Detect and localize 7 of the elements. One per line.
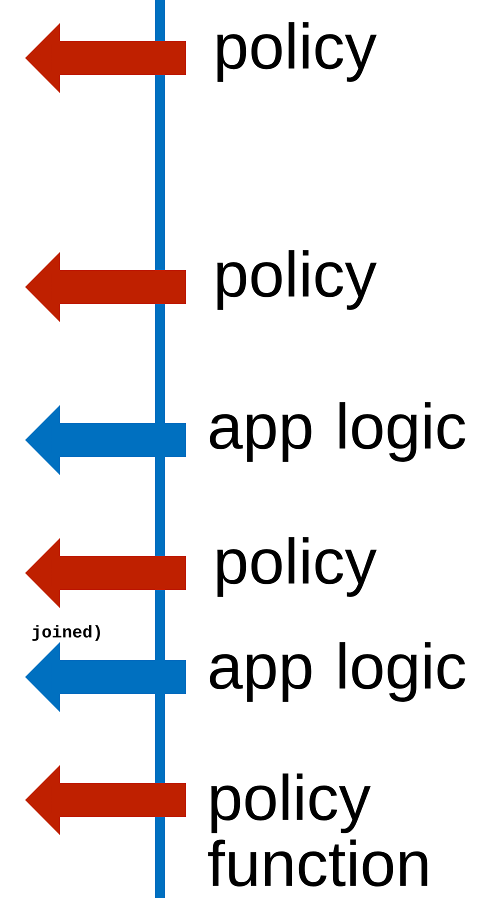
text-label: policy — [217, 250, 377, 310]
text-label: app logic — [210, 402, 466, 462]
code-text: joined) — [32, 625, 100, 641]
text-label: app logic — [210, 642, 466, 702]
text-label: policy — [217, 537, 377, 597]
text-label: policy — [217, 22, 377, 82]
text-label: policy function — [208, 774, 428, 886]
